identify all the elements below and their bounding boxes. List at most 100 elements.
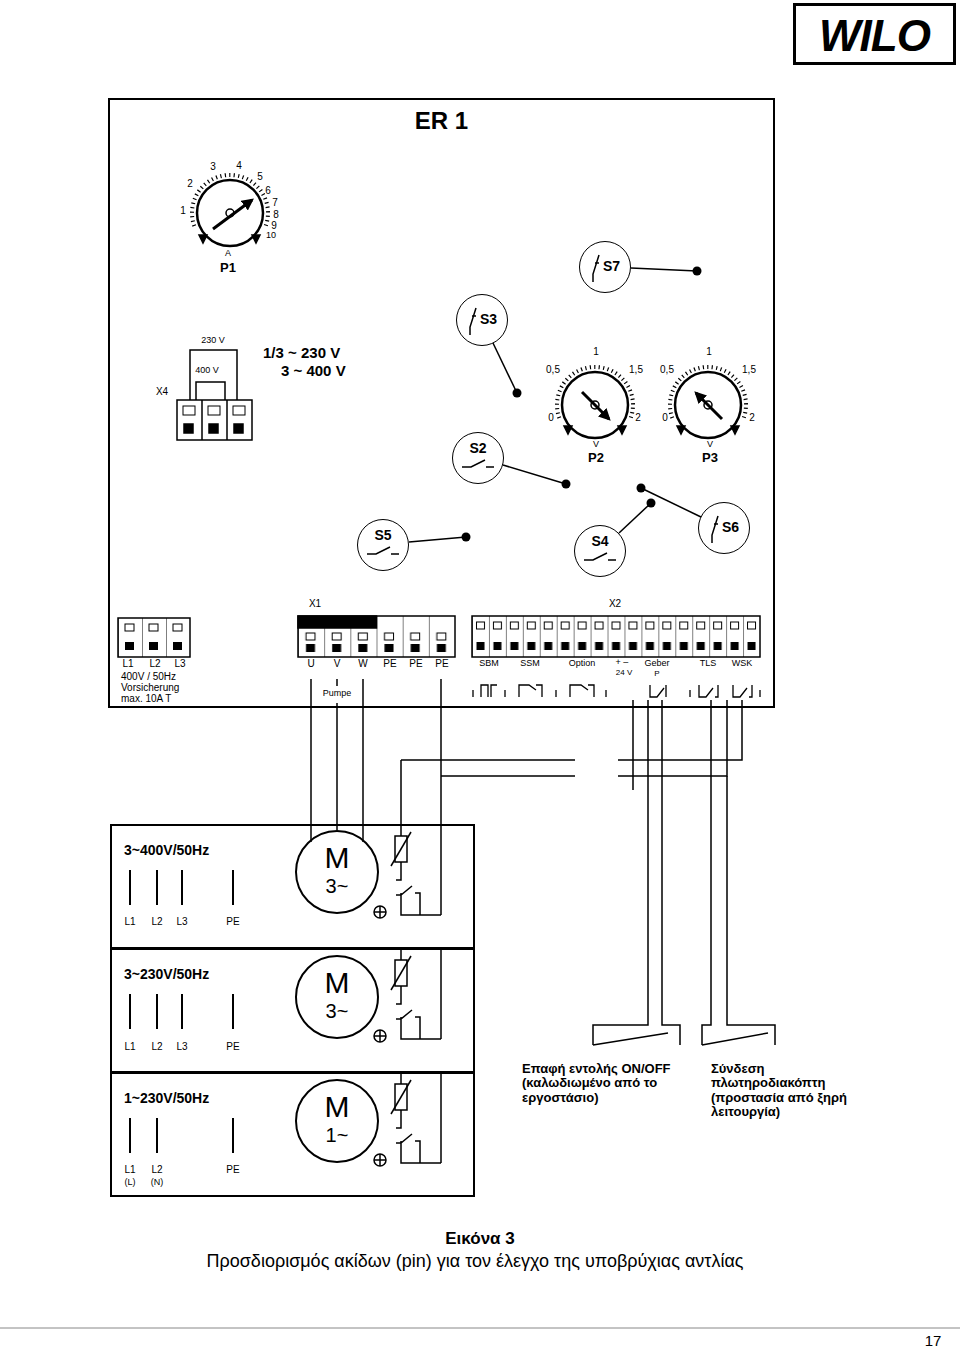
label-text: L2 bbox=[151, 1041, 162, 1052]
drawing-part bbox=[396, 862, 441, 915]
drawing-part bbox=[208, 406, 220, 415]
drawing-part bbox=[362, 679, 364, 842]
drawing-part bbox=[462, 267, 702, 542]
drawing-part bbox=[733, 685, 752, 697]
label-text: SBM bbox=[479, 659, 499, 669]
label-text: 5 bbox=[257, 171, 263, 182]
switch-symbol-path bbox=[584, 553, 616, 560]
label-text: P bbox=[654, 670, 659, 679]
drawing-part bbox=[513, 389, 522, 398]
node-text: WILO bbox=[796, 14, 953, 58]
drawing-part bbox=[564, 426, 572, 434]
label-text: Εικόνα 3 bbox=[445, 1230, 514, 1249]
label-text: V bbox=[593, 440, 599, 450]
label-text: (L) bbox=[125, 1178, 136, 1188]
node-text: S7 bbox=[603, 259, 620, 273]
node-text: M bbox=[297, 968, 377, 998]
node-text: ER 1 bbox=[110, 109, 773, 133]
label-text: 6 bbox=[265, 185, 271, 196]
drawing-part bbox=[699, 685, 718, 697]
label-text: Geber bbox=[644, 659, 669, 669]
x4-jumper bbox=[177, 350, 252, 440]
label-text: PE bbox=[226, 1041, 239, 1052]
drawing-part bbox=[391, 1080, 411, 1114]
drawing-part bbox=[374, 906, 386, 918]
drawing-part bbox=[234, 424, 243, 433]
label-text: 2 bbox=[749, 412, 755, 423]
label-text: 1,5 bbox=[742, 364, 756, 375]
drawing-part bbox=[641, 488, 701, 517]
label-text: P3 bbox=[702, 451, 718, 465]
drawing-part bbox=[374, 1154, 386, 1166]
drawing-part bbox=[557, 367, 633, 418]
switch-circle: S2 bbox=[452, 432, 504, 484]
label-text: 10 bbox=[266, 231, 276, 241]
drawing-part bbox=[591, 401, 599, 409]
drawing-part bbox=[675, 372, 741, 438]
drawing-part bbox=[704, 401, 712, 409]
dial-p2 bbox=[557, 367, 633, 438]
motor-circle: M3~ bbox=[295, 955, 379, 1039]
controller-panel: ER 1S7S3S2S6S5S4 bbox=[108, 98, 775, 708]
label-text: SSM bbox=[520, 659, 540, 669]
label-text: Επαφή εντολής ON/OFF (καλωδιωμένο από το… bbox=[522, 1062, 672, 1105]
drawing-part bbox=[118, 618, 190, 657]
node-text: M bbox=[297, 843, 377, 873]
node-text: 1~230V/50Hz bbox=[124, 1091, 209, 1105]
label-text: 1,5 bbox=[629, 364, 643, 375]
drawing-part bbox=[190, 350, 237, 400]
node-text: S4 bbox=[575, 534, 625, 548]
label-text: L1 bbox=[124, 916, 135, 927]
switch-circle: S3 bbox=[456, 294, 508, 346]
drawing-part bbox=[130, 870, 233, 905]
drawing-part bbox=[731, 426, 739, 434]
label-text: L1 bbox=[124, 1164, 135, 1175]
label-text: 3 ~ 400 V bbox=[281, 363, 346, 380]
label-text: 17 bbox=[925, 1333, 942, 1350]
supply-band: 3~230V/50Hz M3~ bbox=[110, 948, 475, 1073]
label-text: X4 bbox=[156, 386, 168, 397]
label-text: 3 bbox=[210, 161, 216, 172]
drawing-part bbox=[183, 406, 195, 415]
label-text: Σύνδεση πλωτηροδιακόπτη (προστασία από ξ… bbox=[711, 1062, 851, 1119]
drawing-part bbox=[693, 267, 702, 276]
label-text: 0 bbox=[548, 412, 554, 423]
supply-band: 3~400V/50HzM3~ bbox=[110, 824, 475, 949]
band-1x230v-symbols bbox=[130, 1074, 441, 1166]
node-text: 3~230V/50Hz bbox=[124, 967, 209, 981]
logo-box: WILO bbox=[793, 3, 956, 65]
drawing-part bbox=[503, 465, 566, 484]
label-text: 1 bbox=[593, 346, 599, 357]
drawing-part bbox=[209, 424, 218, 433]
node-text: 3~ bbox=[297, 876, 377, 896]
motor-circle: M 3~ bbox=[295, 830, 379, 914]
label-text: Option bbox=[569, 659, 596, 669]
contact-symbols bbox=[473, 685, 760, 697]
switch-circle: S7 bbox=[579, 241, 631, 293]
node-text: S3 bbox=[480, 312, 497, 326]
node-text: 1~ bbox=[297, 1125, 377, 1145]
label-text: 4 bbox=[236, 160, 242, 171]
drawing-part bbox=[233, 406, 245, 415]
drawing-part bbox=[677, 426, 685, 434]
label-text: 24 V bbox=[616, 669, 632, 678]
label-text: TLS bbox=[700, 659, 717, 669]
drawing-part bbox=[374, 1030, 386, 1042]
label-text: P2 bbox=[588, 451, 604, 465]
label-text: PE bbox=[226, 1164, 239, 1175]
label-text: (N) bbox=[151, 1178, 164, 1188]
node-text: M bbox=[297, 1092, 377, 1122]
drawing-part bbox=[493, 343, 517, 393]
drawing-part bbox=[177, 400, 252, 440]
drawing-part bbox=[702, 700, 775, 1045]
label-text: L3 bbox=[174, 658, 185, 669]
drawing-part bbox=[374, 1154, 386, 1166]
motor-circle: M 1~ bbox=[295, 1079, 379, 1163]
terminal-strips bbox=[118, 616, 760, 657]
label-text: V bbox=[334, 658, 341, 669]
label-text: L2 bbox=[151, 916, 162, 927]
drawing-part bbox=[298, 616, 455, 657]
drawing-part bbox=[130, 1118, 233, 1153]
drawing-part bbox=[310, 679, 312, 842]
